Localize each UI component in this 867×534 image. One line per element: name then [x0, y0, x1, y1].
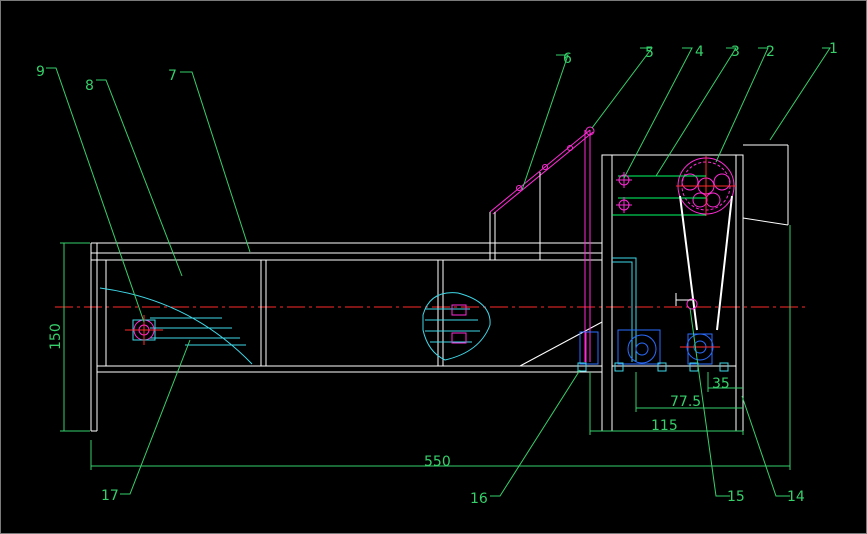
dimension-lines [60, 225, 791, 470]
callout-6: 6 [563, 51, 572, 67]
callout-9: 9 [36, 64, 45, 80]
dim-small-offset: 35 [712, 376, 730, 392]
drive-box [601, 144, 789, 432]
roller-middle [422, 292, 491, 361]
dim-box-width: 115 [651, 418, 678, 434]
callout-14: 14 [787, 489, 805, 505]
chute [612, 257, 637, 362]
callout-15: 15 [727, 489, 745, 505]
callout-4: 4 [695, 44, 704, 60]
callout-2: 2 [766, 44, 775, 60]
dim-inner-offset: 77.5 [670, 394, 701, 410]
callout-16: 16 [470, 491, 488, 507]
callout-5: 5 [645, 45, 654, 61]
callout-8: 8 [85, 78, 94, 94]
drive-belt [679, 195, 733, 331]
gear-train [676, 156, 736, 216]
callout-7: 7 [168, 68, 177, 84]
feed-scoop [99, 287, 253, 365]
spray-pipe [489, 126, 595, 362]
callout-1: 1 [829, 41, 838, 57]
dim-overall-length: 550 [424, 454, 451, 470]
callout-3: 3 [731, 44, 740, 60]
callout-17: 17 [101, 488, 119, 504]
base-bolts [577, 362, 729, 372]
roller-left [125, 315, 163, 345]
sprockets-4 [616, 172, 632, 213]
pump [579, 329, 661, 365]
chain-shafts [612, 175, 706, 216]
dim-height: 150 [48, 323, 64, 350]
spray-support [489, 172, 541, 260]
trough-frame [90, 242, 603, 432]
leader-lines [46, 47, 831, 497]
belt-tensioner [675, 293, 698, 310]
motor-right [680, 333, 720, 365]
